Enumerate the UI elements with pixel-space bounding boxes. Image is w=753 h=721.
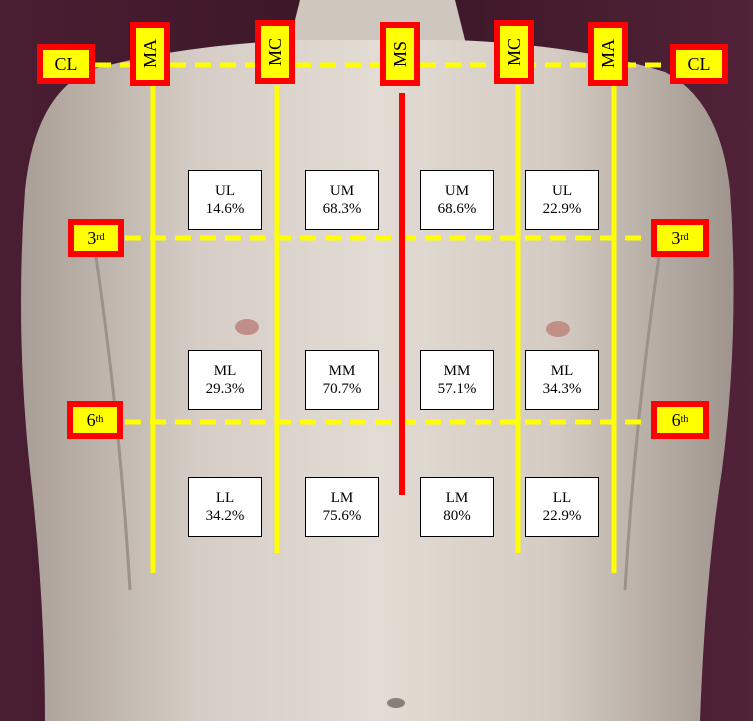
region-code: UL (552, 182, 572, 200)
sixth-rib-suffix: th (681, 415, 689, 425)
region-code: MM (329, 362, 356, 380)
midaxillary-label-right: MA (588, 22, 628, 86)
region-value: 29.3% (206, 380, 245, 398)
third-rib-label-left: 3rd (68, 219, 124, 257)
region-code: ML (214, 362, 237, 380)
region-code: ML (551, 362, 574, 380)
third-rib-number: 3 (671, 229, 680, 247)
region-value: 14.6% (206, 200, 245, 218)
sixth-rib-suffix: th (96, 415, 104, 425)
midsternal-text: MS (391, 41, 409, 67)
region-value: 22.9% (543, 200, 582, 218)
region-value: 22.9% (543, 507, 582, 525)
midaxillary-text: MA (599, 39, 617, 68)
region-code: LL (553, 489, 571, 507)
region-cell: UL22.9% (525, 170, 599, 230)
region-value: 57.1% (438, 380, 477, 398)
midclavicular-label-right: MC (494, 20, 534, 84)
region-cell: LL34.2% (188, 477, 262, 537)
region-code: LL (216, 489, 234, 507)
clavicle-label-right: CL (670, 44, 728, 84)
region-cell: LL22.9% (525, 477, 599, 537)
region-code: UM (330, 182, 354, 200)
midclavicular-label-left: MC (255, 20, 295, 84)
region-cell: MM70.7% (305, 350, 379, 410)
region-value: 75.6% (323, 507, 362, 525)
third-rib-label-right: 3rd (651, 219, 709, 257)
region-cell: UM68.6% (420, 170, 494, 230)
midclavicular-text: MC (505, 38, 523, 66)
region-value: 68.3% (323, 200, 362, 218)
region-value: 68.6% (438, 200, 477, 218)
midsternal-label: MS (380, 22, 420, 86)
region-cell: MM57.1% (420, 350, 494, 410)
sixth-rib-number: 6 (672, 411, 681, 429)
region-value: 34.2% (206, 507, 245, 525)
third-rib-suffix: rd (96, 233, 104, 243)
region-cell: ML29.3% (188, 350, 262, 410)
sixth-rib-label-left: 6th (67, 401, 123, 439)
region-value: 80% (443, 507, 471, 525)
midclavicular-text: MC (266, 38, 284, 66)
region-code: UM (445, 182, 469, 200)
third-rib-suffix: rd (680, 233, 688, 243)
sixth-rib-label-right: 6th (651, 401, 709, 439)
region-cell: UM68.3% (305, 170, 379, 230)
region-code: LM (446, 489, 469, 507)
region-cell: ML34.3% (525, 350, 599, 410)
region-code: MM (444, 362, 471, 380)
clavicle-label-left: CL (37, 44, 95, 84)
region-cell: LM75.6% (305, 477, 379, 537)
third-rib-number: 3 (87, 229, 96, 247)
midaxillary-text: MA (141, 39, 159, 68)
region-code: LM (331, 489, 354, 507)
region-cell: UL14.6% (188, 170, 262, 230)
region-value: 34.3% (543, 380, 582, 398)
midaxillary-label-left: MA (130, 22, 170, 86)
region-code: UL (215, 182, 235, 200)
sixth-rib-number: 6 (87, 411, 96, 429)
region-cell: LM80% (420, 477, 494, 537)
region-value: 70.7% (323, 380, 362, 398)
